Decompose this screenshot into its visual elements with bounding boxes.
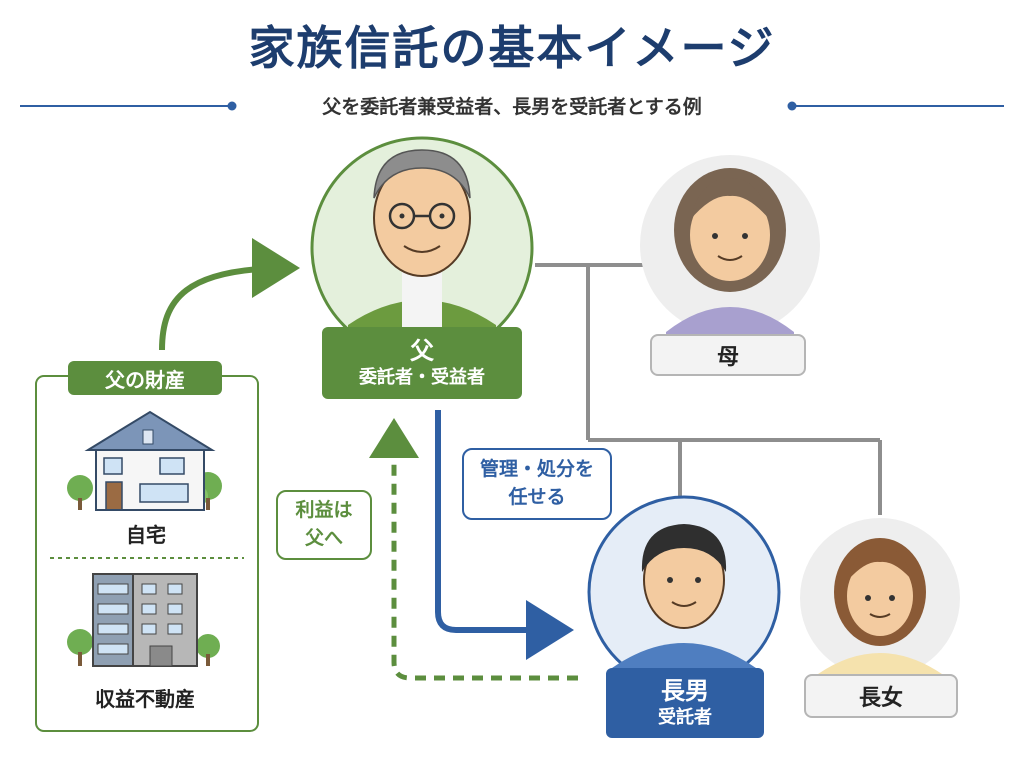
manage-line1: 管理・処分を (479, 458, 594, 481)
eldest-son-portrait (587, 495, 781, 689)
family-tree-lines (535, 263, 882, 520)
son-to-father-benefit-arrow (369, 418, 578, 681)
eldest-son-label: 長男 受託者 (606, 668, 764, 738)
father-role: 委託者・受益者 (359, 366, 485, 388)
property-heading-text: 父の財産 (105, 367, 185, 392)
eldest-daughter-name: 長女 (858, 686, 903, 711)
mother-label: 母 (650, 334, 806, 376)
property-home-label: 自宅 (86, 518, 206, 548)
benefit-line1: 利益は (295, 499, 353, 522)
home-label-text: 自宅 (126, 522, 166, 547)
property-heading: 父の財産 (68, 361, 222, 395)
eldest-daughter-portrait (800, 518, 960, 678)
mother-name: 母 (716, 345, 739, 370)
eldest-son-role: 受託者 (658, 706, 712, 728)
page-subtitle: 父を委託者兼受益者、長男を受託者とする例 (322, 96, 702, 118)
father-portrait (310, 136, 534, 360)
page-title: 家族信託の基本イメージ (248, 21, 776, 75)
eldest-daughter-label: 長女 (804, 674, 958, 718)
subtitle-decoration (20, 101, 1004, 111)
house-icon (67, 410, 222, 511)
apartment-building-icon (67, 573, 220, 667)
manage-dispose-bubble: 管理・処分を 任せる (462, 448, 612, 520)
benefit-line2: 父へ (304, 527, 343, 549)
rental-label-text: 収益不動産 (95, 686, 195, 711)
mother-portrait (640, 155, 820, 335)
eldest-son-name: 長男 (661, 676, 709, 705)
father-to-son-arrow (435, 410, 574, 660)
father-name: 父 (410, 336, 434, 365)
property-rental-label: 収益不動産 (60, 682, 230, 712)
manage-line2: 任せる (508, 486, 566, 508)
benefit-to-father-bubble: 利益は 父へ (276, 490, 372, 560)
property-to-father-arrow (159, 238, 300, 351)
father-label: 父 委託者・受益者 (322, 327, 522, 399)
